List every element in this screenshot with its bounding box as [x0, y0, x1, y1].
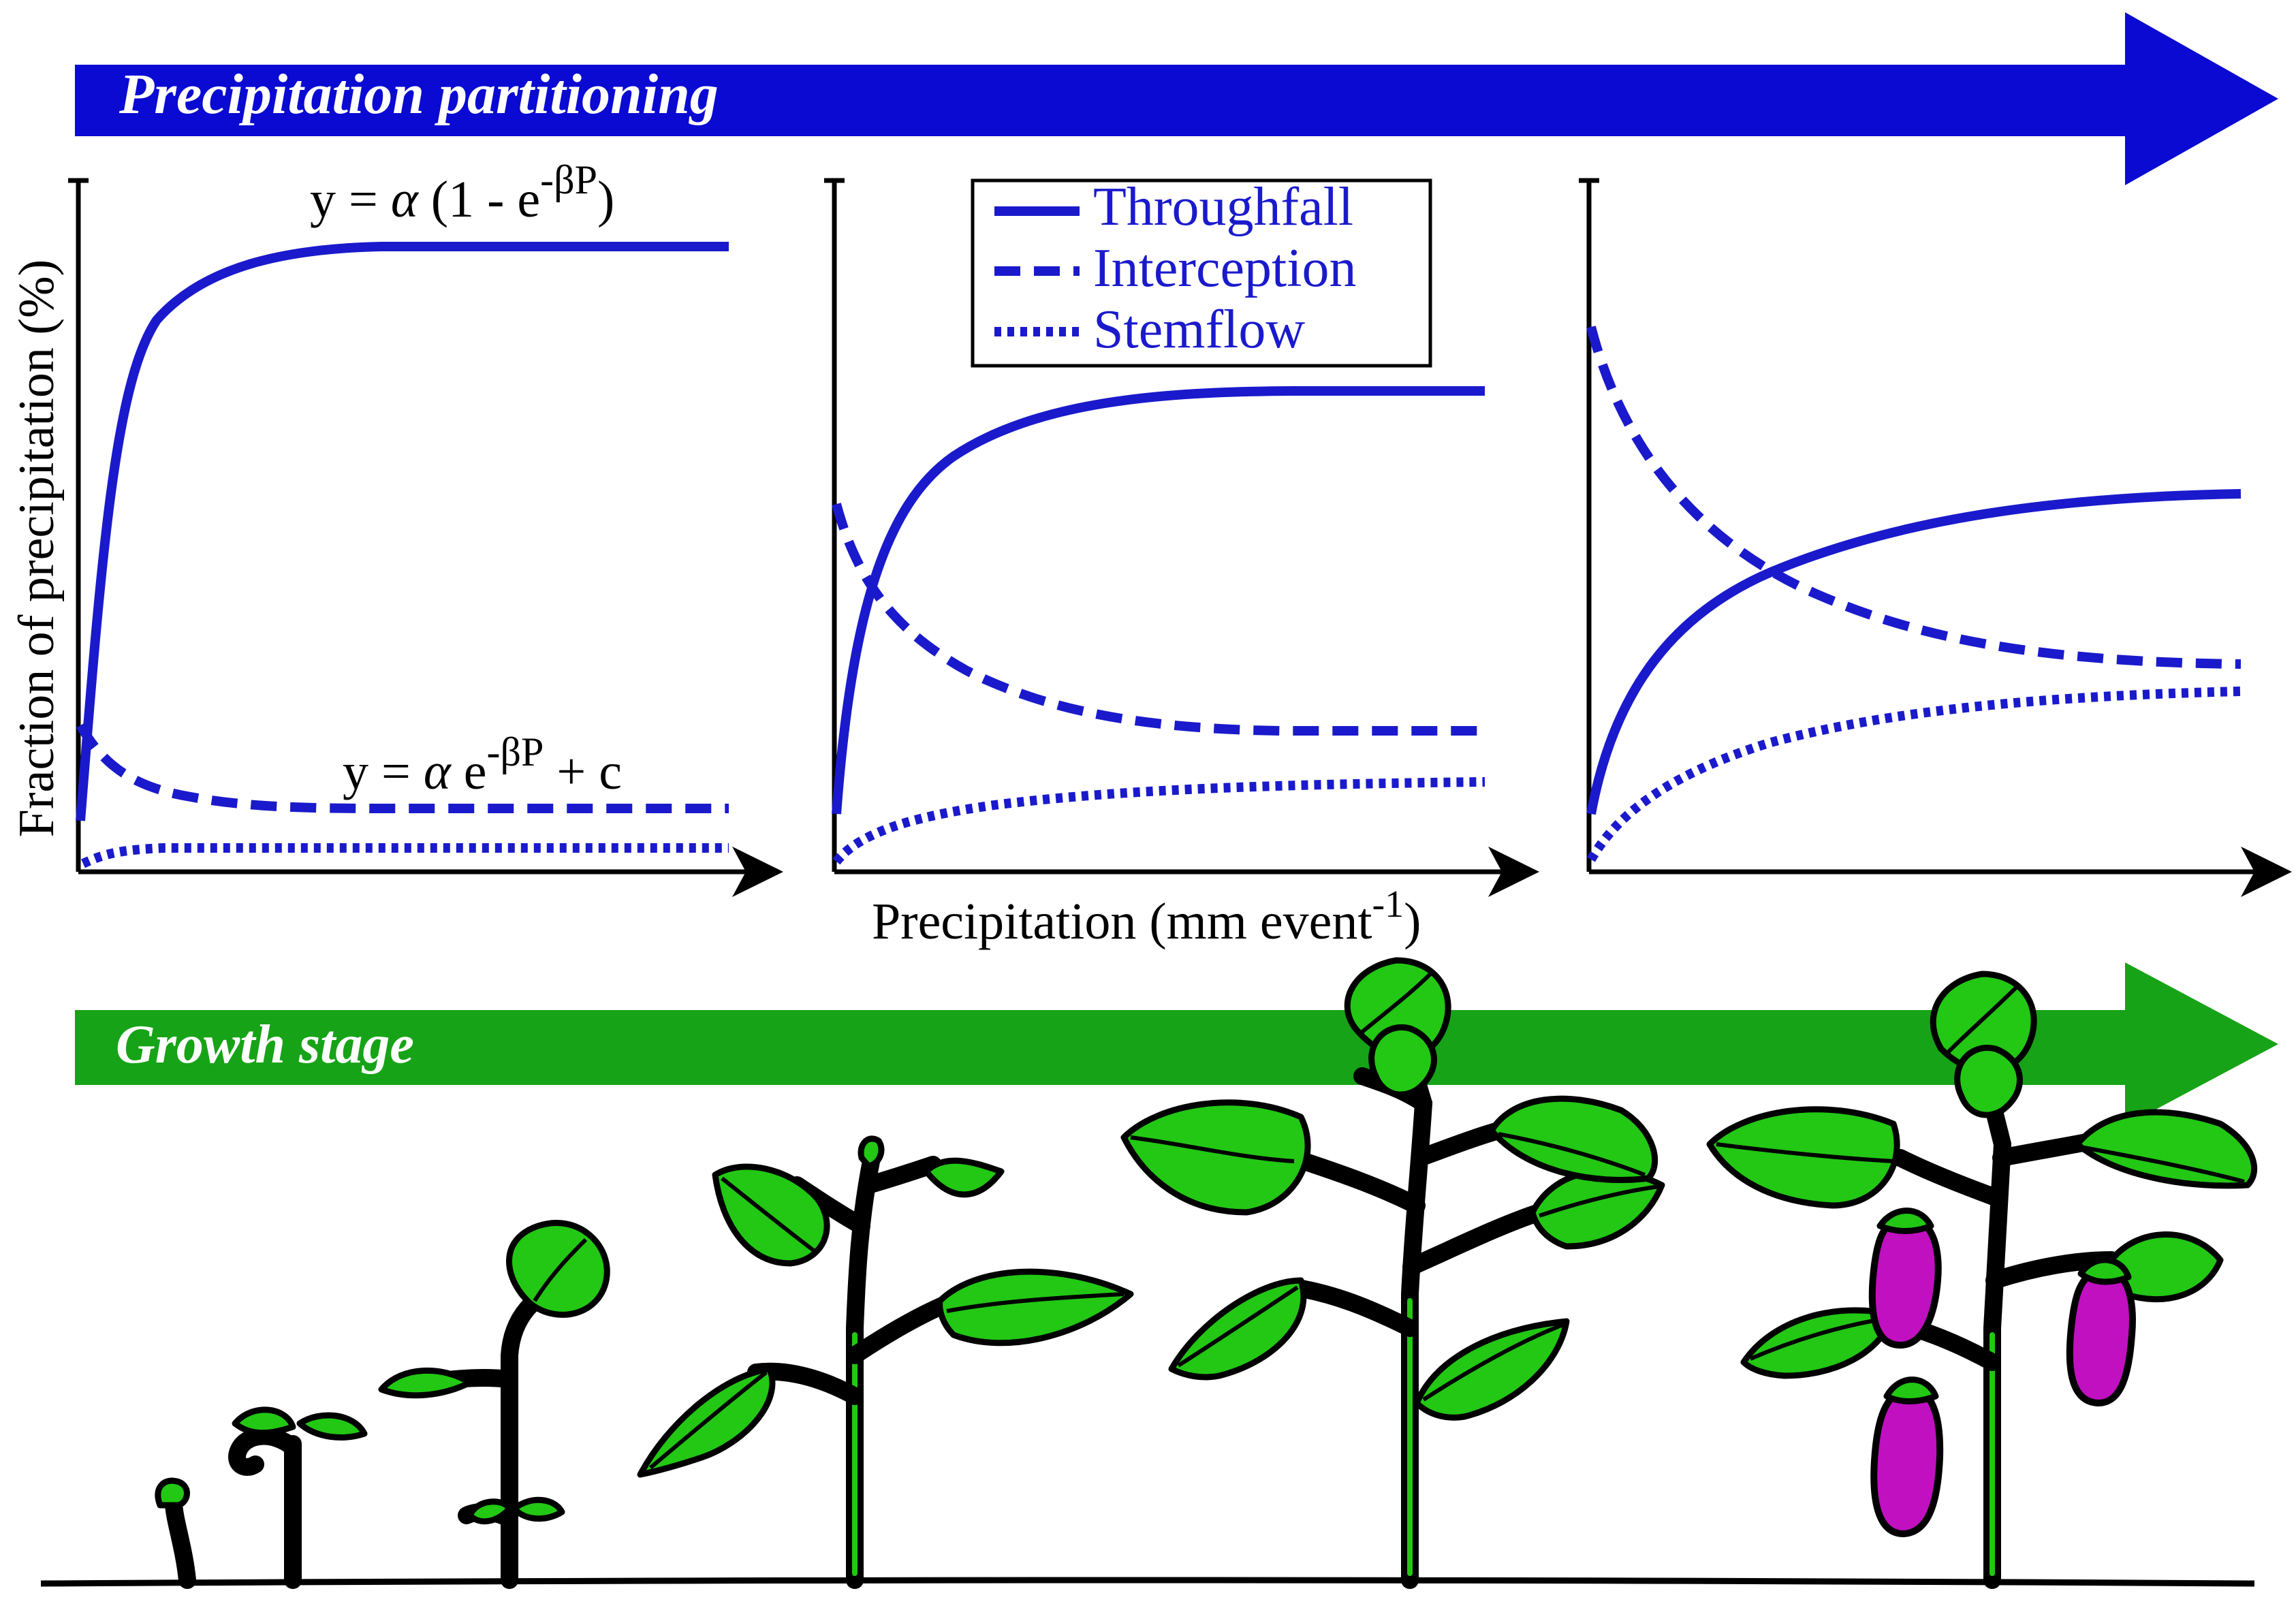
panel-1-interception-curve: [76, 723, 729, 813]
panel-2: Throughfall Interception Stemflow: [824, 177, 1539, 897]
ground-line: [40, 1577, 2255, 1587]
partitioning-banner-label: Precipitation partitioning: [119, 63, 719, 126]
panel-1-stemflow-curve: [81, 843, 729, 868]
saturating-equation: y = α (1 - e-βP): [310, 157, 614, 228]
mature-leaf-upper-right: [1488, 1095, 1658, 1183]
seedling-1-cotyledon: [155, 1477, 190, 1509]
seedling-2-leaf-left: [232, 1406, 296, 1436]
y-axis-label: Fraction of precipitation (%): [9, 259, 65, 838]
young-bud: [858, 1135, 885, 1169]
fruiting-leaf-mid-left: [1706, 1106, 1900, 1209]
panel-1: y = α (1 - e-βP) y = α e-βP + c: [68, 157, 783, 897]
eggplant-lower-left-calyx: [1883, 1376, 1939, 1404]
mature-leaf-mid-left: [1120, 1099, 1311, 1216]
partitioning-arrow: [75, 12, 2278, 185]
panel-2-throughfall-curve: [832, 386, 1485, 815]
seedling-3-side-leaf: [378, 1367, 473, 1399]
fruiting-leaf-lower-left: [1740, 1307, 1897, 1379]
seedling-3-cotyledon-right: [511, 1496, 565, 1522]
plant-seedling-3: [378, 1220, 610, 1589]
growth-banner: Growth stage: [75, 962, 2278, 1126]
young-leaf-right: [937, 1268, 1134, 1347]
legend-throughfall-label: Throughfall: [1093, 177, 1353, 237]
plant-seedling-2: [228, 1406, 368, 1589]
panel-1-throughfall-curve: [76, 242, 729, 821]
panel-3: [1579, 178, 2292, 897]
panel-3-throughfall-curve: [1586, 489, 2242, 815]
plant-young: [637, 1135, 1134, 1589]
fruiting-leaf-upper-right: [2074, 1109, 2258, 1189]
eggplant-upper-left-calyx: [1876, 1208, 1934, 1234]
eggplant-right: [2066, 1266, 2136, 1407]
panel-3-y-axis: [1579, 178, 1599, 872]
mature-leaf-mid-right: [1529, 1167, 1665, 1250]
panel-3-interception-curve: [1586, 326, 2242, 669]
panel-3-stemflow-curve: [1586, 687, 2242, 862]
mature-leaf-lower-right: [1413, 1318, 1570, 1421]
fruiting-leaf-crown: [1954, 1045, 2023, 1118]
plant-fruiting: [1706, 971, 2258, 1589]
growth-banner-label: Growth stage: [116, 1015, 414, 1075]
legend-stemflow-label: Stemflow: [1093, 300, 1305, 360]
seedling-2-leaf-right: [296, 1412, 368, 1440]
partitioning-banner: Precipitation partitioning: [75, 12, 2278, 185]
panel-3-x-arrowhead: [2241, 847, 2292, 897]
plant-mature: [1120, 957, 1665, 1589]
mature-leaf-crown: [1368, 1024, 1437, 1098]
panel-2-interception-curve: [832, 503, 1485, 736]
panel-1-y-axis: [68, 178, 89, 872]
panel-2-y-axis: [824, 178, 845, 872]
eggplant-right-calyx: [2077, 1257, 2132, 1285]
panel-2-x-arrowhead: [1488, 847, 1539, 897]
legend-interception-label: Interception: [1093, 238, 1356, 298]
panel-2-stemflow-curve: [832, 777, 1485, 865]
x-axis-label: Precipitation (mm event-1): [872, 883, 1421, 950]
eggplant-lower-left: [1870, 1385, 1944, 1538]
seedling-3-cotyledon-left: [467, 1498, 513, 1525]
legend: Throughfall Interception Stemflow: [971, 177, 1432, 368]
decay-equation: y = α e-βP + c: [343, 729, 622, 800]
plant-seedling-1: [155, 1477, 196, 1589]
eggplant-upper-left: [1868, 1214, 1942, 1349]
young-leaf-top-right: [923, 1157, 1005, 1198]
growth-arrow: [75, 962, 2278, 1126]
panel-1-x-arrowhead: [732, 847, 783, 897]
